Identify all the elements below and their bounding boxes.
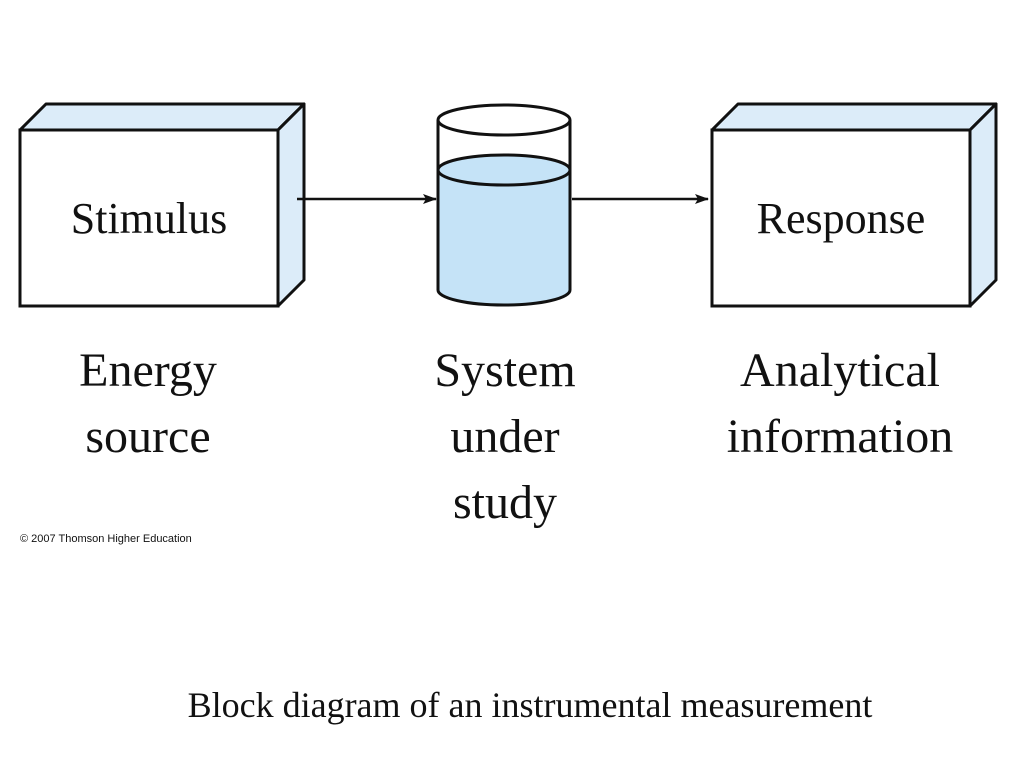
liquid-surface (436, 153, 572, 187)
beaker-rim (436, 103, 572, 137)
stimulus-box-side (276, 102, 306, 308)
beaker-liquid (438, 155, 570, 305)
copyright-notice: © 2007 Thomson Higher Education (20, 533, 192, 545)
energy-source-label: Energy source (40, 338, 256, 470)
stimulus-label: Stimulus (70, 194, 228, 243)
response-box-side (968, 102, 998, 308)
stimulus-box (18, 102, 306, 308)
stimulus-box-top (18, 102, 306, 132)
slide-caption: Block diagram of an instrumental measure… (187, 685, 873, 725)
energy-source-line: Energy (79, 344, 217, 397)
response-box-front (710, 128, 972, 308)
response-box-top (710, 102, 998, 132)
energy-source-line: source (85, 410, 211, 463)
response-label: Response (756, 194, 926, 243)
system-under-study-line: System (434, 344, 576, 397)
stimulus-box-front (18, 128, 280, 308)
beaker-icon (436, 103, 572, 307)
analytical-information-line: Analytical (740, 344, 940, 397)
analytical-information-line: information (726, 410, 954, 463)
response-box (710, 102, 998, 308)
system-under-study-line: under (450, 410, 560, 463)
analytical-information-label: Analytical information (690, 338, 990, 470)
system-under-study-label: System under study (385, 338, 625, 536)
system-under-study-line: study (452, 476, 557, 529)
beaker-bottom (436, 289, 572, 307)
